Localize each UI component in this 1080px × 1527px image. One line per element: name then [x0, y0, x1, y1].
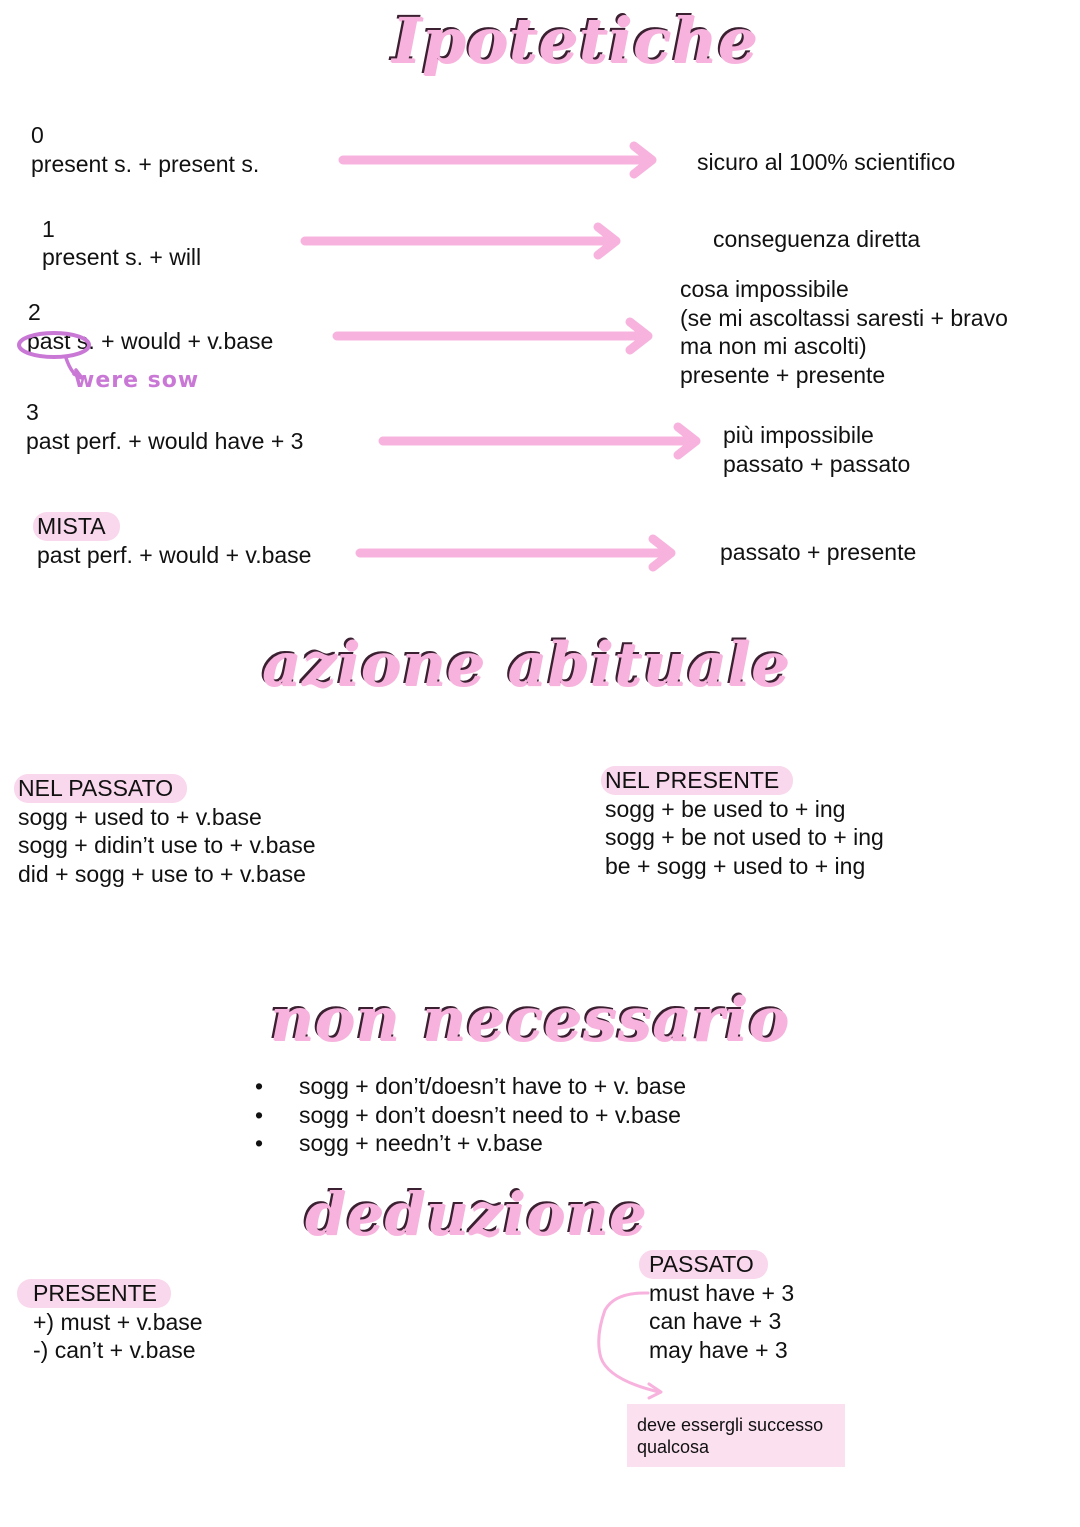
deduction-note: deve essergli successo qualcosa: [627, 1404, 845, 1467]
conditional-mista-formula: past perf. + would + v.base: [37, 542, 312, 568]
deduction-present-line: -) can’t + v.base: [33, 1337, 196, 1363]
deduction-past-line: must have + 3: [649, 1279, 795, 1306]
habitual-past-block: NEL PASSATO sogg + used to + v.base sogg…: [14, 774, 316, 888]
mista-label: MISTA: [33, 512, 120, 541]
handwritten-annotation: were sow: [74, 368, 200, 393]
result-line: più impossibile: [723, 422, 874, 448]
habitual-past-line: sogg + used to + v.base: [18, 803, 262, 830]
list-item: sogg + needn’t + v.base: [255, 1129, 686, 1158]
title-ipotetiche: Ipotetiche: [392, 4, 759, 77]
deduction-present-heading: PRESENTE: [17, 1279, 171, 1308]
conditional-0-formula: present s. + present s.: [31, 151, 260, 177]
habitual-past-heading: NEL PASSATO: [14, 774, 188, 803]
deduction-past-heading: PASSATO: [639, 1250, 768, 1279]
arrow-icon: [338, 141, 657, 179]
habitual-present-line: sogg + be used to + ing: [605, 795, 846, 822]
conditional-1-number: 1: [42, 216, 55, 242]
deduction-past-line: can have + 3: [649, 1308, 782, 1334]
conditional-3-result: più impossibile passato + passato: [723, 421, 910, 478]
result-line: cosa impossibile: [680, 276, 849, 302]
result-line: ma non mi ascolti): [680, 333, 867, 359]
title-deduzione: deduzione: [305, 1180, 647, 1248]
non-necessario-list: sogg + don’t/doesn’t have to + v. base s…: [255, 1072, 686, 1158]
habitual-present-block: NEL PRESENTE sogg + be used to + ing sog…: [601, 766, 884, 880]
conditional-mista-heading: MISTA: [33, 512, 120, 541]
habitual-present-line: be + sogg + used to + ing: [605, 852, 866, 879]
deduction-present-line: +) must + v.base: [33, 1308, 203, 1335]
conditional-3-formula: past perf. + would have + 3: [26, 428, 304, 454]
arrow-icon: [355, 534, 676, 572]
conditional-0-result: sicuro al 100% scientifico: [697, 149, 956, 175]
arrow-icon: [300, 222, 621, 260]
conditional-1-result: conseguenza diretta: [713, 226, 921, 252]
deduction-past-line: may have + 3: [649, 1336, 788, 1363]
title-non-necessario: non necessario: [270, 985, 790, 1055]
deduction-past-block: PASSATO must have + 3 can have + 3 may h…: [639, 1250, 795, 1364]
habitual-present-line: sogg + be not used to + ing: [605, 824, 884, 850]
circle-annotation-icon: [17, 331, 91, 380]
deduction-present-block: PRESENTE +) must + v.base -) can’t + v.b…: [17, 1279, 203, 1365]
conditional-2-number: 2: [28, 299, 41, 325]
list-item: sogg + don’t doesn’t need to + v.base: [255, 1101, 686, 1130]
habitual-past-line: did + sogg + use to + v.base: [18, 860, 306, 887]
conditional-mista-result: passato + presente: [720, 539, 917, 565]
note-line: deve essergli successo: [637, 1415, 824, 1435]
list-item: sogg + don’t/doesn’t have to + v. base: [255, 1072, 686, 1101]
arrow-icon: [332, 317, 653, 355]
title-azione-abituale: azione abituale: [262, 630, 791, 700]
curved-arrow-icon: [597, 1291, 663, 1400]
conditional-0-number: 0: [31, 122, 44, 148]
conditional-3-number: 3: [26, 399, 39, 425]
result-line: presente + presente: [680, 361, 886, 388]
conditional-1-formula: present s. + will: [42, 244, 202, 270]
result-line: passato + passato: [723, 450, 911, 477]
habitual-past-line: sogg + didin’t use to + v.base: [18, 832, 316, 858]
arrow-icon: [378, 422, 701, 460]
conditional-2-result: cosa impossibile (se mi ascoltassi sares…: [680, 275, 1008, 389]
habitual-present-heading: NEL PRESENTE: [601, 766, 794, 795]
note-line: qualcosa: [637, 1437, 710, 1457]
result-line: (se mi ascoltassi saresti + bravo: [680, 304, 1008, 331]
